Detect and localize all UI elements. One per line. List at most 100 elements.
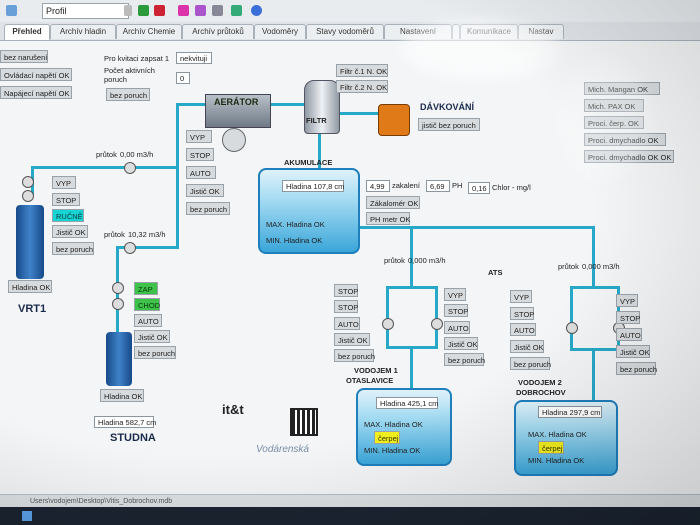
vrt1-vyp-button[interactable]: VYP <box>52 176 76 189</box>
export-icon[interactable] <box>231 5 242 16</box>
tab-archiv-hladin[interactable]: Archív hladin <box>50 24 116 39</box>
pump1b-fault: bez poruch <box>444 353 485 366</box>
dosing-pump-icon <box>378 104 410 136</box>
stop-icon[interactable] <box>138 5 149 16</box>
ats-label: ATS <box>488 268 503 277</box>
studna-flow-label: průtok <box>104 230 125 239</box>
vrt1-stop-button[interactable]: STOP <box>52 193 80 206</box>
pump1a-auto-button[interactable]: AUTO <box>334 317 360 330</box>
alarm-napajeci-napeti: Napájecí napětí OK <box>0 86 72 99</box>
studna-zap-button[interactable]: ZAP <box>134 282 158 295</box>
pump2a-auto-button[interactable]: AUTO <box>510 323 536 336</box>
studna-valve-icon[interactable] <box>112 282 124 294</box>
tab-archiv-prutoku[interactable]: Archív průtoků <box>182 24 254 39</box>
vodojem1-subtitle: OTASLAVICE <box>346 376 394 385</box>
aerator-stop-button[interactable]: STOP <box>186 148 214 161</box>
pump2-flow-value: 0,000 m3/h <box>582 262 620 271</box>
alarm-mich-pax: Mich. PAX OK <box>584 99 644 112</box>
pump1a-fault: bez poruch <box>334 349 375 362</box>
active-faults-value: 0 <box>176 72 190 84</box>
taskbar <box>0 507 700 525</box>
vrt1-rucne-button[interactable]: RUČNĚ <box>52 209 84 222</box>
pump1-flow-label: průtok <box>384 256 405 265</box>
pump2b-vyp-button[interactable]: VYP <box>616 294 638 307</box>
chart-icon[interactable] <box>195 5 206 16</box>
ack-label: Pro kvitaci zapsat 1 <box>104 54 170 63</box>
zakalomer-status: Zákalomér OK <box>366 196 420 209</box>
pump1a-jistic: Jistič OK <box>334 333 370 346</box>
vrt1-name: VRT1 <box>18 303 47 315</box>
akumulace-level: Hladina 107,8 cm <box>282 180 344 192</box>
itt-logo: it&t <box>222 402 244 417</box>
pump1-valve-right-icon[interactable] <box>431 318 443 330</box>
pump1-valve-left-icon[interactable] <box>382 318 394 330</box>
pump1a-stop2-button[interactable]: STOP <box>334 300 358 313</box>
help-icon[interactable] <box>251 5 262 16</box>
pump1b-stop-button[interactable]: STOP <box>444 304 468 317</box>
pump2a-vyp-button[interactable]: VYP <box>510 290 532 303</box>
ph-label: PH <box>452 181 463 190</box>
pump2b-stop-button[interactable]: STOP <box>616 311 640 324</box>
vrt1-valve-icon[interactable] <box>22 176 34 188</box>
windows-start-icon[interactable] <box>22 511 32 521</box>
vrt1-well-column <box>16 205 44 279</box>
pump2b-auto-button[interactable]: AUTO <box>616 328 642 341</box>
vodojem2-level: Hladina 297,9 cm <box>538 406 602 418</box>
pause-icon[interactable] <box>154 5 165 16</box>
alarm-praci-dmychadlo-2: Proci. dmychadlo OK OK <box>584 150 674 163</box>
vodojem1-title: VODOJEM 1 <box>354 366 398 375</box>
tab-blank[interactable] <box>452 24 460 39</box>
filter1-status: Filtr č.1 N. OK <box>336 64 388 77</box>
pump2-flow-label: průtok <box>558 262 579 271</box>
tab-nastav[interactable]: Nastav <box>518 24 564 39</box>
aerator-auto-button[interactable]: AUTO <box>186 166 216 179</box>
studna-level-value: Hladina 582,7 cm <box>94 416 156 428</box>
chlor-value: 0,16 <box>468 182 490 194</box>
tab-komunikace[interactable]: Komunikace <box>460 24 518 39</box>
toolbar: Profil <box>0 0 700 23</box>
zakal-label: zakalení <box>392 181 420 190</box>
tab-vodomery[interactable]: Vodoměry <box>254 24 306 39</box>
studna-jistic: Jistič OK <box>134 330 170 343</box>
profile-select[interactable]: Profil <box>42 3 129 19</box>
blower-icon <box>222 128 246 152</box>
filter2-status: Filtr č.2 N. OK <box>336 80 388 93</box>
tab-prehled[interactable]: Přehled <box>4 24 50 40</box>
studna-flow-value: 10,32 m3/h <box>128 230 166 239</box>
studna-valve2-icon[interactable] <box>112 298 124 310</box>
status-bar: Users\vodojem\Desktop\Vitis_Dobrochov.md… <box>0 494 700 507</box>
tab-nastaveni[interactable]: Nastavení <box>384 24 452 39</box>
pump2b-jistic: Jistič OK <box>616 345 650 358</box>
pump2-valve-left-icon[interactable] <box>566 322 578 334</box>
pump2a-jistic: Jistič OK <box>510 340 544 353</box>
aerator-fault: bez poruch <box>186 202 230 215</box>
chlor-label: Chlor - mg/l <box>492 183 531 192</box>
studna-chod-status: CHOD <box>134 298 160 311</box>
studna-well-column <box>106 332 132 386</box>
pump1-flow-value: 0,000 m3/h <box>408 256 446 265</box>
active-faults-label: Počet aktivních poruch <box>104 66 155 84</box>
dropdown-arrow-icon[interactable] <box>124 5 132 16</box>
ack-input[interactable]: nekvituji <box>176 52 212 64</box>
aerator-vyp-button[interactable]: VYP <box>186 130 212 143</box>
studna-flowmeter-icon <box>124 242 136 254</box>
tab-archiv-chemie[interactable]: Archív Chemie <box>116 24 182 39</box>
zakal-value: 4,99 <box>366 180 390 192</box>
vrt1-flowmeter-icon <box>124 162 136 174</box>
pump1b-vyp-button[interactable]: VYP <box>444 288 466 301</box>
studna-auto-button[interactable]: AUTO <box>134 314 162 327</box>
settings-icon[interactable] <box>212 5 223 16</box>
tab-stavy-vodomeru[interactable]: Stavy vodoměrů <box>306 24 384 39</box>
pump1a-stop-button[interactable]: STOP <box>334 284 358 297</box>
alarm-praci-cerp: Proci. čerp. OK <box>584 116 644 129</box>
vrt1-valve2-icon[interactable] <box>22 190 34 202</box>
filter-title: FILTR <box>306 116 327 125</box>
pump2b-fault: bez poruch <box>616 362 657 375</box>
vodojem1-max: MAX. Hladina OK <box>364 420 423 429</box>
palette-icon[interactable] <box>178 5 189 16</box>
app-icon <box>6 5 17 16</box>
vodojem1-pump-status: čerpej <box>374 431 400 444</box>
akumulace-max: MAX. Hladina OK <box>266 220 325 229</box>
pump2a-stop-button[interactable]: STOP <box>510 307 534 320</box>
pump1b-auto-button[interactable]: AUTO <box>444 321 470 334</box>
